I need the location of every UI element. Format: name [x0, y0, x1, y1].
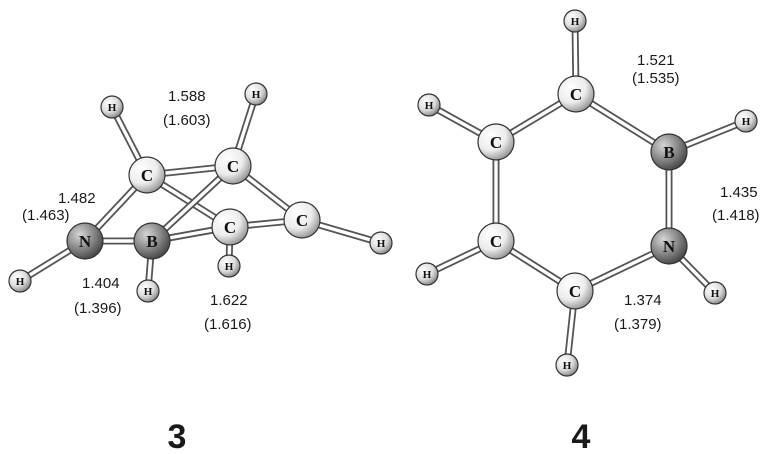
distance-4-1-value: 1.521 — [637, 52, 675, 69]
atom-h: H — [415, 262, 439, 286]
atom-symbol: H — [252, 89, 261, 101]
distance-3-1-reference: (1.603) — [163, 112, 211, 129]
atom-symbol: C — [490, 133, 502, 152]
distance-3-3-value: 1.404 — [82, 275, 120, 292]
atom-symbol: C — [490, 232, 502, 251]
atom-c: C — [556, 272, 594, 310]
atom-c: C — [477, 123, 515, 161]
atom-c: C — [477, 222, 515, 260]
atom-symbol: H — [425, 100, 434, 112]
atom-symbol: H — [225, 261, 234, 273]
molecule-4-bonds — [423, 17, 750, 369]
atom-c: C — [283, 201, 321, 239]
atom-c: C — [214, 147, 252, 185]
atom-symbol: H — [571, 16, 580, 28]
atom-symbol: H — [423, 269, 432, 281]
atom-symbol: C — [570, 85, 582, 104]
molecule-4: H C H C B H C N H H C H 1.521 (1.535) 1.435 (1.418)… — [415, 9, 760, 454]
atom-symbol: N — [663, 237, 676, 256]
atom-symbol: B — [146, 232, 157, 251]
atom-h: H — [100, 95, 124, 119]
distance-4-2-reference: (1.418) — [712, 207, 760, 224]
atom-symbol: B — [663, 143, 674, 162]
atom-h: H — [703, 281, 727, 305]
molecule-3-atoms: H H C C C N B C H H H H — [8, 82, 393, 303]
atom-symbol: C — [224, 218, 236, 237]
atom-h: H — [734, 109, 758, 133]
atom-symbol: H — [377, 238, 386, 250]
atom-symbol: C — [569, 282, 581, 301]
atom-b: B — [133, 222, 171, 260]
atom-symbol: H — [16, 276, 25, 288]
atom-c: C — [557, 75, 595, 113]
atom-c: C — [128, 156, 166, 194]
molecule-3-distances: 1.588 (1.603) 1.482 (1.463) 1.404 (1.396… — [22, 88, 252, 333]
atom-h: H — [555, 353, 579, 377]
atom-n: N — [650, 227, 688, 265]
distance-3-3-reference: (1.396) — [74, 300, 122, 317]
atom-h: H — [244, 82, 268, 106]
atom-symbol: C — [141, 166, 153, 185]
atom-h: H — [217, 254, 241, 278]
molecule-4-distances: 1.521 (1.535) 1.435 (1.418) 1.374 (1.379… — [614, 52, 760, 333]
distance-3-2-reference: (1.463) — [22, 207, 70, 224]
atom-h: H — [136, 279, 160, 303]
distance-3-4-reference: (1.616) — [204, 316, 252, 333]
atom-n: N — [66, 222, 104, 260]
distance-3-4-value: 1.622 — [210, 292, 248, 309]
atom-symbol: C — [296, 211, 308, 230]
atom-symbol: H — [742, 116, 751, 128]
atom-b: B — [650, 133, 688, 171]
atom-h: H — [563, 9, 587, 33]
molecule-3-label: 3 — [168, 418, 187, 454]
distance-4-3-reference: (1.379) — [614, 316, 662, 333]
atom-c: C — [211, 208, 249, 246]
distance-4-1-reference: (1.535) — [632, 70, 680, 87]
atom-h: H — [369, 231, 393, 255]
atom-symbol: H — [144, 286, 153, 298]
atom-symbol: H — [563, 360, 572, 372]
atom-symbol: H — [711, 288, 720, 300]
atom-h: H — [417, 93, 441, 117]
molecule-4-atoms: H C H C B H C N H H C H — [415, 9, 758, 377]
atom-symbol: N — [79, 232, 92, 251]
distance-3-1-value: 1.588 — [168, 88, 206, 105]
molecule-4-label: 4 — [572, 418, 591, 454]
atom-symbol: C — [227, 157, 239, 176]
distance-4-2-value: 1.435 — [720, 184, 758, 201]
molecule-3: H H C C C N B C H H H H 1.588 (1.603) 1.482 (1.463)… — [8, 82, 393, 454]
distance-3-2-value: 1.482 — [58, 190, 96, 207]
atom-h: H — [8, 269, 32, 293]
distance-4-3-value: 1.374 — [624, 292, 662, 309]
atom-symbol: H — [108, 102, 117, 114]
